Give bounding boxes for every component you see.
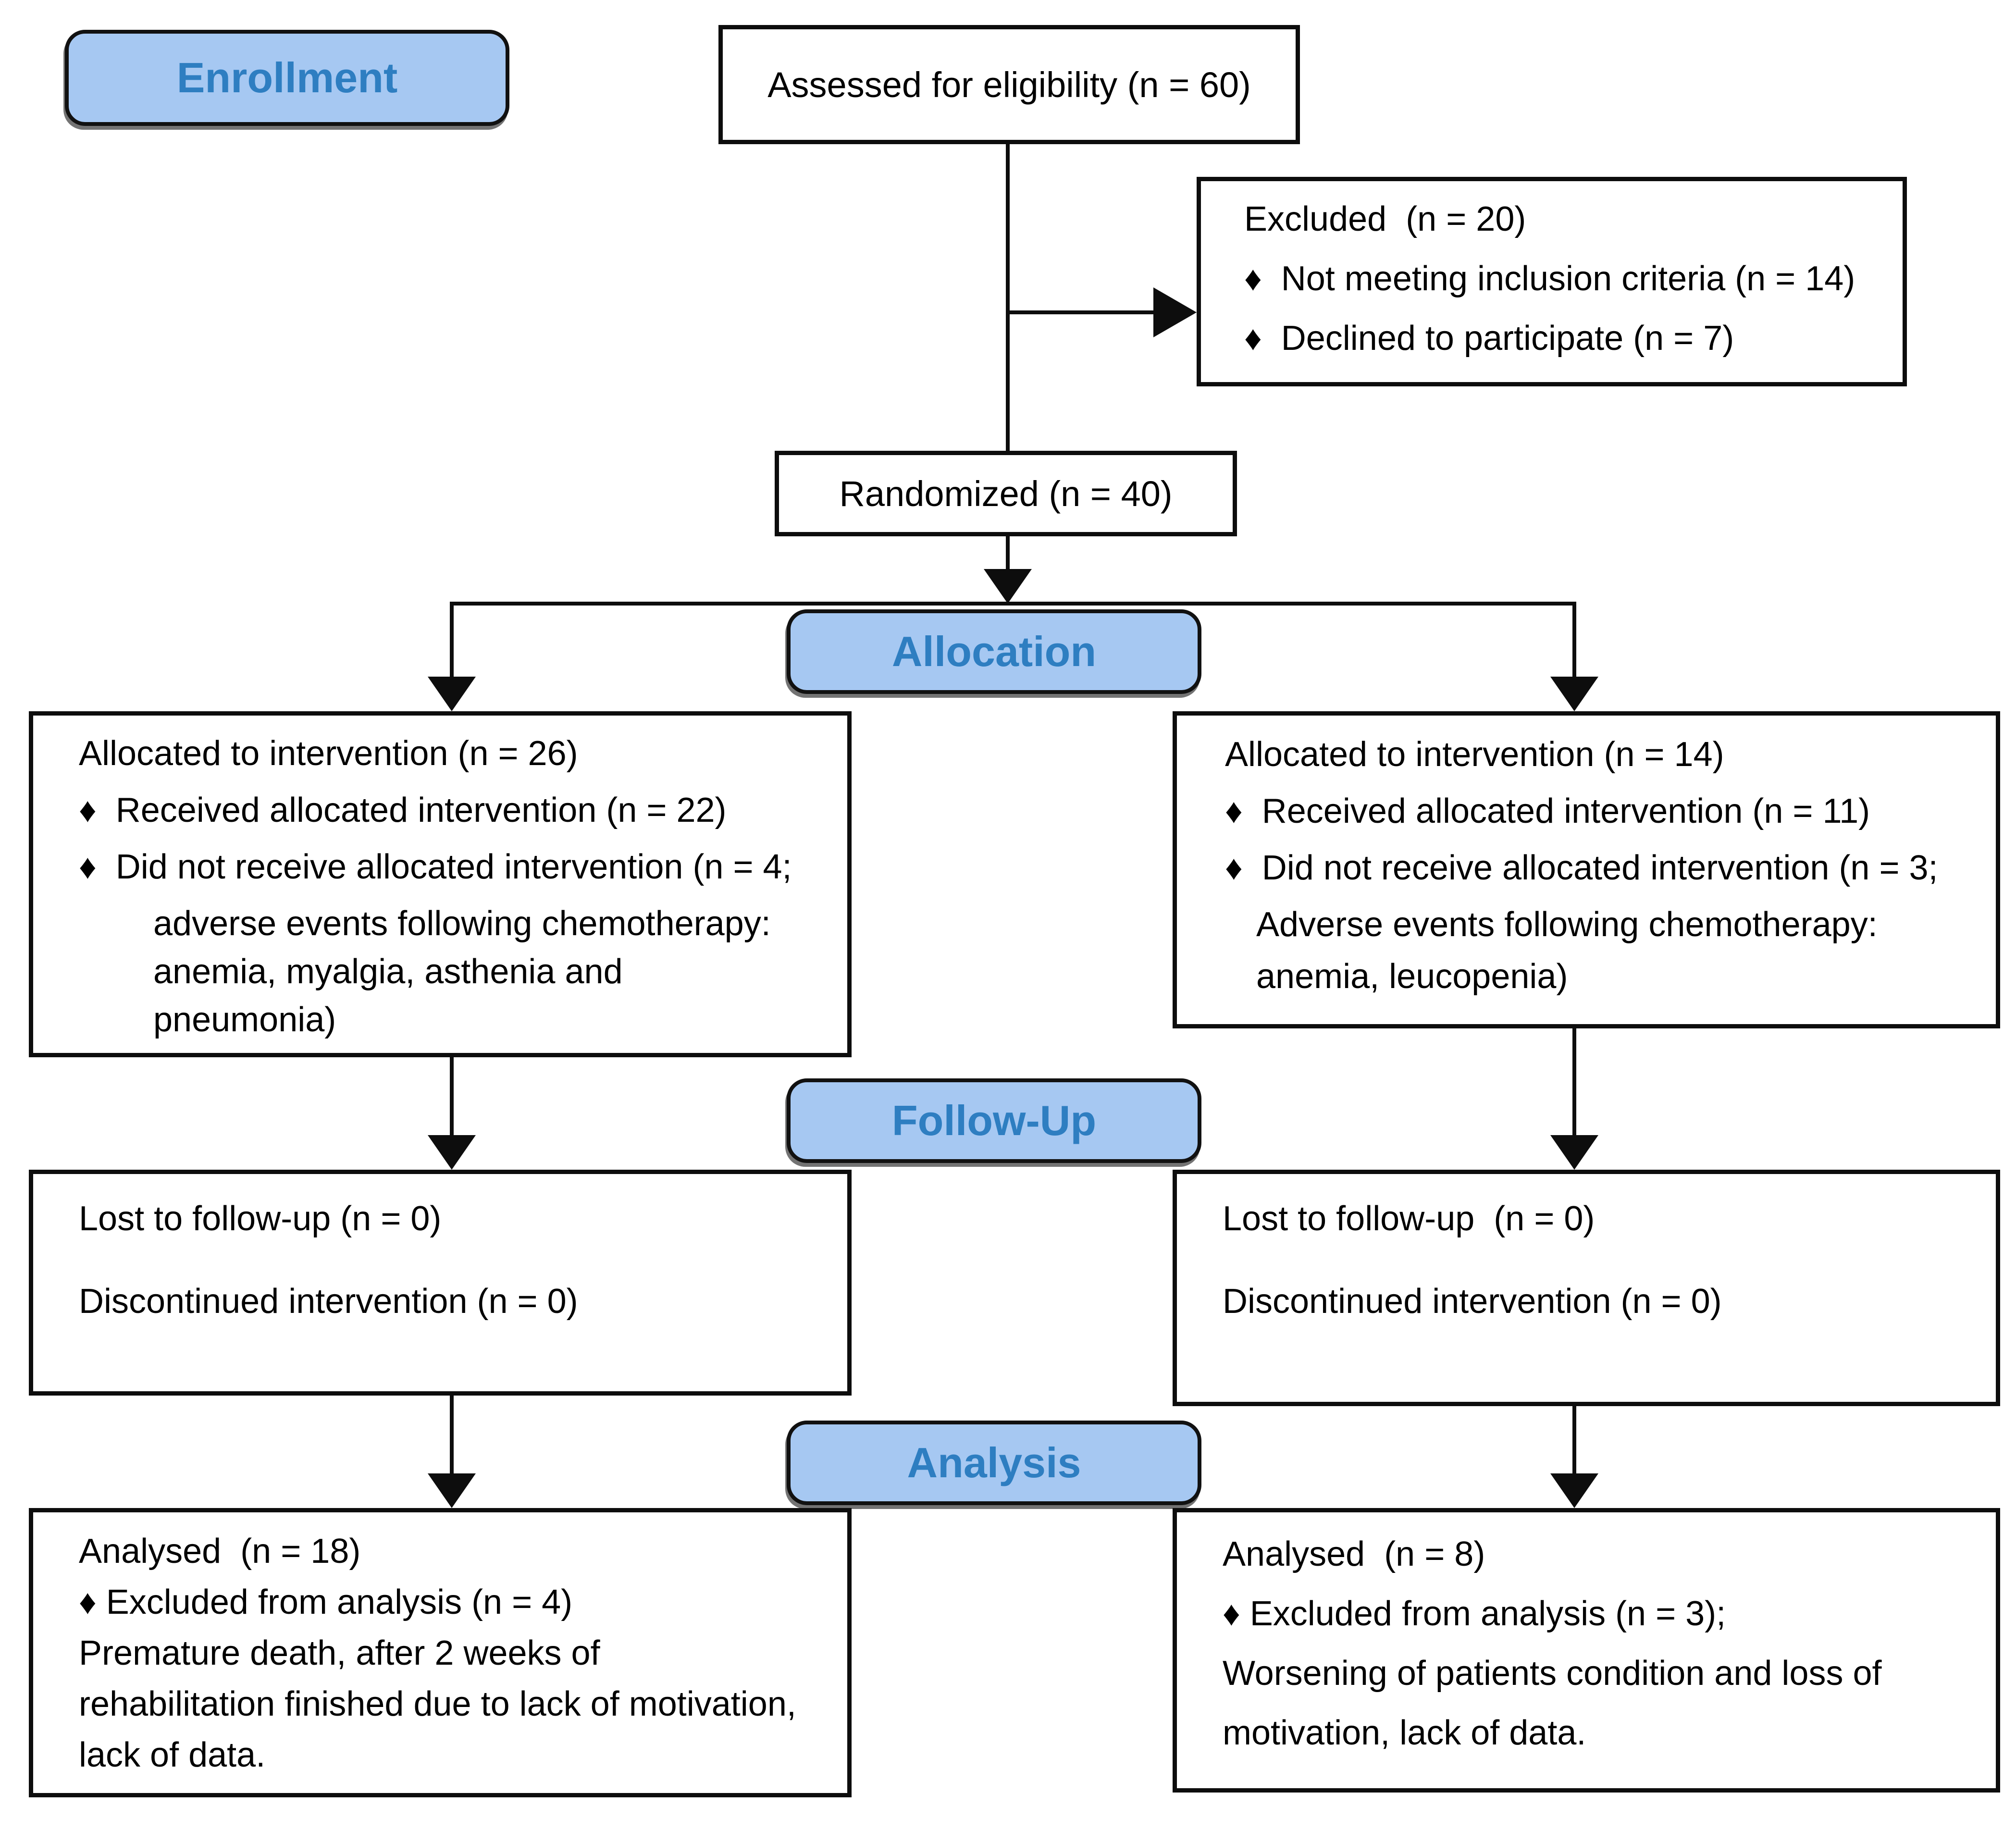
analysis-left-box: Analysed (n = 18) ♦ Excluded from analys… bbox=[29, 1508, 852, 1797]
text-line: motivation, lack of data. bbox=[1223, 1714, 1586, 1752]
analysis-right-box: Analysed (n = 8) ♦ Excluded from analysi… bbox=[1173, 1508, 2000, 1793]
followup-right-box: Lost to follow-up (n = 0) Discontinued i… bbox=[1173, 1170, 2000, 1406]
text-line: Analysed (n = 18) bbox=[79, 1532, 361, 1570]
text-line: Allocated to intervention (n = 14) bbox=[1225, 735, 1724, 774]
text-line: Discontinued intervention (n = 0) bbox=[1223, 1282, 1722, 1321]
connector-alloc-followup-right bbox=[1572, 1028, 1576, 1136]
randomized-text: Randomized (n = 40) bbox=[839, 473, 1173, 514]
followup-left-box: Lost to follow-up (n = 0) Discontinued i… bbox=[29, 1170, 852, 1396]
text-line: Discontinued intervention (n = 0) bbox=[79, 1282, 578, 1321]
connector-split-alloc-left bbox=[450, 602, 454, 679]
text-line: Premature death, after 2 weeks of bbox=[79, 1634, 600, 1672]
arrowhead-analysis-left-icon bbox=[428, 1473, 476, 1508]
arrowhead-followup-left-icon bbox=[428, 1135, 476, 1170]
arrowhead-excluded-icon bbox=[1153, 287, 1197, 337]
enrollment-stage-label: Enrollment bbox=[65, 30, 509, 126]
arrowhead-split-icon bbox=[984, 569, 1032, 604]
text-line: ♦ Received allocated intervention (n = 2… bbox=[79, 791, 727, 829]
enrollment-stage-text: Enrollment bbox=[176, 54, 398, 101]
text-line: Lost to follow-up (n = 0) bbox=[79, 1199, 442, 1238]
excluded-box: Excluded (n = 20) ♦ Not meeting inclusio… bbox=[1197, 177, 1907, 386]
connector-followup-analysis-left bbox=[450, 1396, 454, 1474]
text-line: ♦ Excluded from analysis (n = 4) bbox=[79, 1583, 573, 1621]
text-line: adverse events following chemotherapy: bbox=[153, 904, 771, 943]
text-line: pneumonia) bbox=[153, 1001, 336, 1039]
assessed-eligibility-box: Assessed for eligibility (n = 60) bbox=[718, 25, 1300, 144]
text-line: ♦ Not meeting inclusion criteria (n = 14… bbox=[1244, 260, 1855, 298]
text-line: lack of data. bbox=[79, 1736, 266, 1774]
connector-followup-analysis-right bbox=[1572, 1406, 1576, 1474]
text-line: Adverse events following chemotherapy: bbox=[1256, 905, 1878, 944]
text-line: ♦ Declined to participate (n = 7) bbox=[1244, 319, 1734, 358]
text-line: rehabilitation finished due to lack of m… bbox=[79, 1685, 796, 1723]
text-line: Excluded (n = 20) bbox=[1244, 200, 1526, 238]
text-line: ♦ Received allocated intervention (n = 1… bbox=[1225, 792, 1870, 830]
text-line: Analysed (n = 8) bbox=[1223, 1535, 1485, 1573]
text-line: Allocated to intervention (n = 26) bbox=[79, 734, 578, 773]
text-line: ♦ Excluded from analysis (n = 3); bbox=[1223, 1595, 1726, 1633]
connector-split-alloc-right bbox=[1572, 602, 1576, 679]
arrowhead-alloc-right-icon bbox=[1550, 677, 1598, 711]
assessed-eligibility-text: Assessed for eligibility (n = 60) bbox=[767, 64, 1251, 105]
text-line: ♦ Did not receive allocated intervention… bbox=[1225, 849, 1938, 887]
analysis-stage-text: Analysis bbox=[907, 1439, 1081, 1486]
text-line: Worsening of patients condition and loss… bbox=[1223, 1654, 1882, 1693]
text-line: Lost to follow-up (n = 0) bbox=[1223, 1199, 1595, 1238]
randomized-box: Randomized (n = 40) bbox=[775, 451, 1237, 536]
connector-split-line bbox=[450, 602, 1576, 606]
allocation-stage-text: Allocation bbox=[891, 628, 1097, 675]
text-line: ♦ Did not receive allocated intervention… bbox=[79, 848, 792, 886]
text-line: anemia, leucopenia) bbox=[1256, 957, 1568, 996]
arrowhead-alloc-left-icon bbox=[428, 677, 476, 711]
connector-alloc-followup-left bbox=[450, 1057, 454, 1136]
arrowhead-followup-right-icon bbox=[1550, 1135, 1598, 1170]
connector-assessed-randomized bbox=[1006, 144, 1010, 452]
connector-excluded-branch bbox=[1008, 310, 1154, 314]
text-line: anemia, myalgia, asthenia and bbox=[153, 952, 623, 991]
followup-stage-text: Follow-Up bbox=[891, 1097, 1097, 1144]
followup-stage-label: Follow-Up bbox=[787, 1078, 1201, 1163]
connector-randomized-split bbox=[1006, 536, 1010, 572]
allocation-stage-label: Allocation bbox=[787, 609, 1201, 694]
allocation-right-box: Allocated to intervention (n = 14) ♦ Rec… bbox=[1173, 711, 2000, 1028]
allocation-left-box: Allocated to intervention (n = 26) ♦ Rec… bbox=[29, 711, 852, 1057]
arrowhead-analysis-right-icon bbox=[1550, 1473, 1598, 1508]
analysis-stage-label: Analysis bbox=[787, 1421, 1201, 1505]
